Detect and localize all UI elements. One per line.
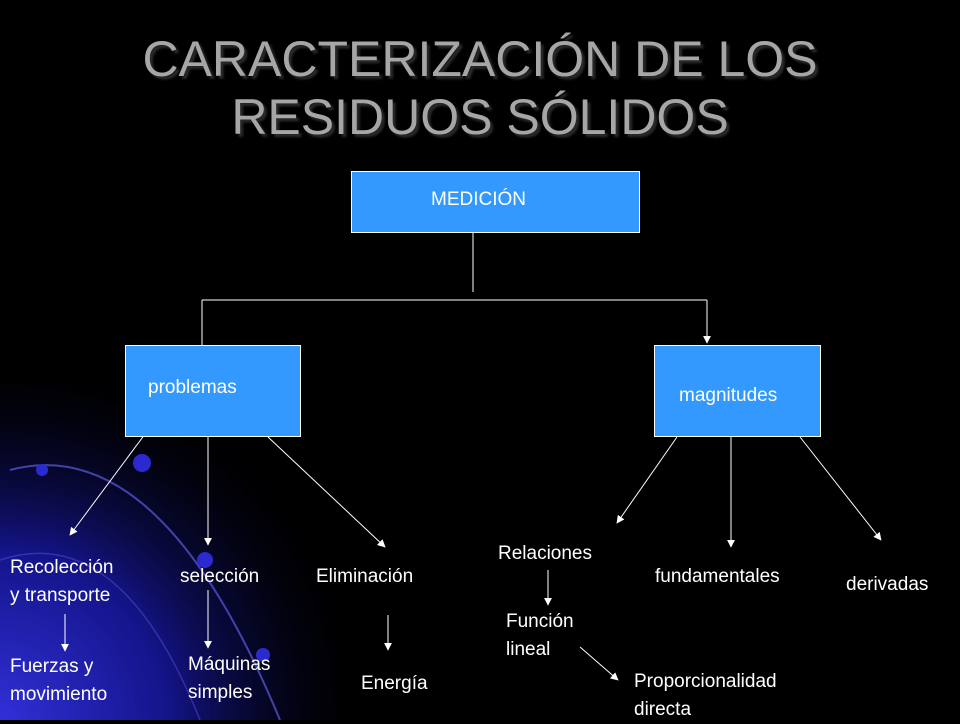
label-recoleccion: Recolección y transporte (10, 557, 114, 606)
label-fundamentales: fundamentales (655, 566, 780, 587)
label-derivadas: derivadas (846, 574, 929, 595)
label-seleccion: selección (180, 566, 260, 587)
label-proporcionalidad: Proporcionalidad directa (634, 671, 777, 720)
node-problemas-label: problemas (148, 377, 237, 398)
connector-arrow (579, 646, 619, 681)
label-funcion-lineal: Función lineal (506, 611, 574, 660)
node-problemas: problemas (125, 345, 301, 437)
root-node-label: MEDICIÓN (431, 189, 526, 210)
label-energia: Energía (361, 673, 428, 694)
decorative-curve (0, 552, 201, 720)
connector-arrow (267, 436, 386, 548)
root-node-medicion: MEDICIÓN (351, 171, 640, 233)
node-magnitudes-label: magnitudes (679, 385, 778, 406)
decorative-dot (197, 552, 213, 568)
node-magnitudes: magnitudes (654, 345, 821, 437)
slide-title: CARACTERIZACIÓN DE LOS RESIDUOS SÓLIDOS (60, 30, 900, 146)
connector-arrow (799, 436, 882, 541)
title-line-2: RESIDUOS SÓLIDOS (231, 89, 729, 145)
title-line-1: CARACTERIZACIÓN DE LOS (142, 31, 818, 87)
label-eliminacion: Eliminación (316, 566, 414, 587)
decorative-dot (256, 648, 270, 662)
label-relaciones: Relaciones (498, 543, 592, 564)
label-fuerzas: Fuerzas y movimiento (10, 656, 108, 705)
decorative-dot (133, 454, 151, 472)
decorative-curve (9, 464, 281, 720)
connector-arrow (69, 429, 149, 536)
connector-arrow (616, 436, 678, 524)
label-maquinas: Máquinas simples (188, 654, 271, 703)
decorative-dot (36, 464, 48, 476)
